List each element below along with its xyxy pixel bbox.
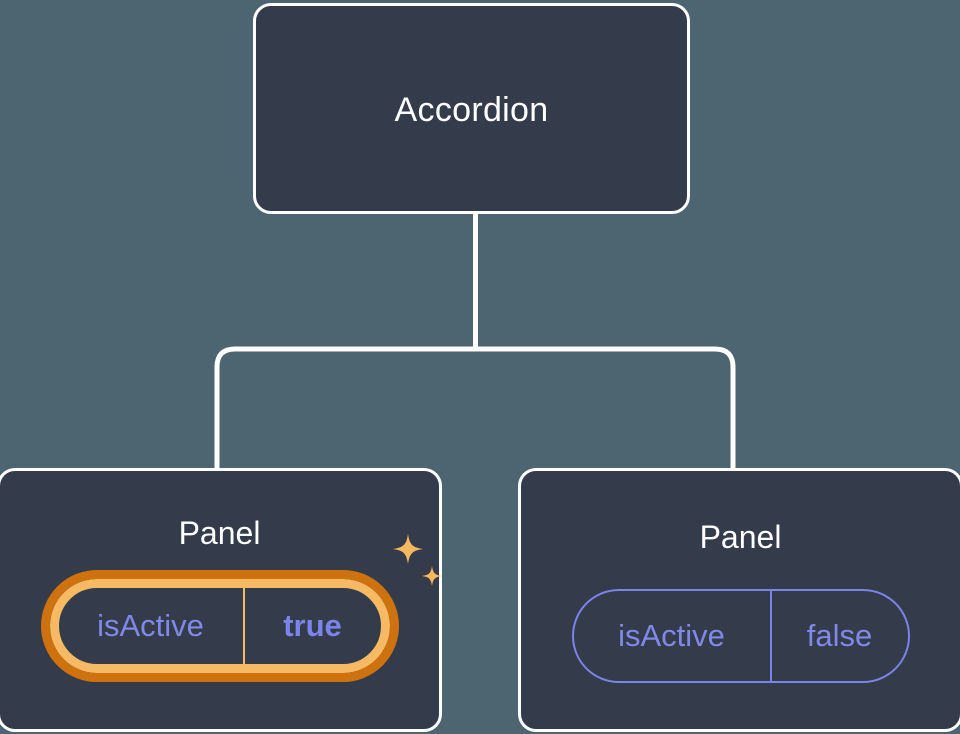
connector-branch-left (214, 346, 476, 470)
prop-key: isActive (97, 608, 204, 643)
panel-right-prop-area: isActive false (521, 589, 960, 683)
prop-divider (242, 588, 245, 664)
prop-pill-isactive-false[interactable]: isActive false (571, 589, 910, 683)
panel-left-prop-area: isActive true (0, 570, 439, 682)
prop-value: true (283, 608, 342, 643)
accordion-node[interactable]: Accordion (253, 3, 690, 214)
panel-node-left-label: Panel (178, 515, 261, 551)
prop-key: isActive (618, 618, 725, 653)
panel-node-left[interactable]: Panel isActive true (0, 468, 442, 732)
accordion-node-label: Accordion (394, 91, 549, 129)
connector-branch-right (475, 346, 736, 470)
panel-node-right-label: Panel (699, 519, 782, 555)
panel-node-right[interactable]: Panel isActive false (518, 468, 960, 732)
prop-divider (769, 591, 772, 681)
prop-value: false (806, 618, 873, 653)
prop-pill-isactive-true[interactable]: isActive true (40, 570, 399, 682)
